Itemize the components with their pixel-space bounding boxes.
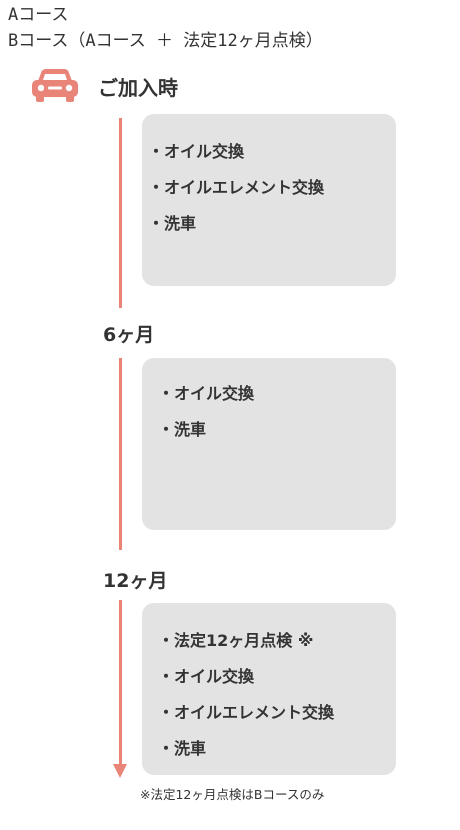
start-row: ご加入時: [30, 66, 178, 106]
bullet: ・: [158, 739, 175, 758]
bullet: ・: [158, 631, 175, 650]
service-item-label: オイル交換: [174, 667, 255, 686]
bullet: ・: [148, 214, 165, 233]
footnote: ※法定12ヶ月点検はBコースのみ: [140, 787, 325, 802]
service-card-12-months: ・法定12ヶ月点検 ※ ・オイル交換 ・オイルエレメント交換 ・洗車: [142, 603, 396, 775]
service-item-label: 洗車: [174, 739, 207, 758]
course-b-label: Bコース（Aコース ＋ 法定12ヶ月点検）: [8, 31, 323, 51]
timeline-segment: [119, 358, 122, 550]
bullet: ・: [158, 420, 175, 439]
service-item: ・オイルエレメント交換: [158, 695, 396, 731]
service-item: ・オイル交換: [158, 376, 396, 412]
timeline-arrow-head: [113, 764, 127, 778]
service-item-label: 洗車: [174, 420, 207, 439]
service-item-label: オイルエレメント交換: [174, 703, 335, 722]
milestone-12-months: 12ヶ月: [103, 570, 168, 592]
service-item: ・オイルエレメント交換: [148, 170, 396, 206]
start-label: ご加入時: [98, 75, 178, 100]
service-item-label: 洗車: [164, 214, 197, 233]
bullet: ・: [158, 703, 175, 722]
service-item: ・洗車: [158, 412, 396, 448]
service-item: ・オイル交換: [158, 659, 396, 695]
service-item: ・法定12ヶ月点検 ※: [158, 623, 396, 659]
service-item-label: 法定12ヶ月点検 ※: [174, 631, 314, 650]
service-item-label: オイルエレメント交換: [164, 178, 325, 197]
service-card-6-months: ・オイル交換 ・洗車: [142, 358, 396, 530]
service-card-start: ・オイル交換 ・オイルエレメント交換 ・洗車: [142, 114, 396, 286]
timeline-segment: [119, 600, 122, 766]
bullet: ・: [148, 142, 165, 161]
bullet: ・: [158, 667, 175, 686]
service-item-label: オイル交換: [164, 142, 245, 161]
course-a-label: Aコース: [8, 5, 69, 25]
service-item: ・洗車: [158, 731, 396, 767]
timeline-segment: [119, 118, 122, 308]
bullet: ・: [148, 178, 165, 197]
milestone-6-months: 6ヶ月: [103, 324, 155, 346]
service-item: ・洗車: [148, 206, 396, 242]
bullet: ・: [158, 384, 175, 403]
service-item: ・オイル交換: [148, 134, 396, 170]
service-item-label: オイル交換: [174, 384, 255, 403]
car-icon: [32, 69, 78, 102]
